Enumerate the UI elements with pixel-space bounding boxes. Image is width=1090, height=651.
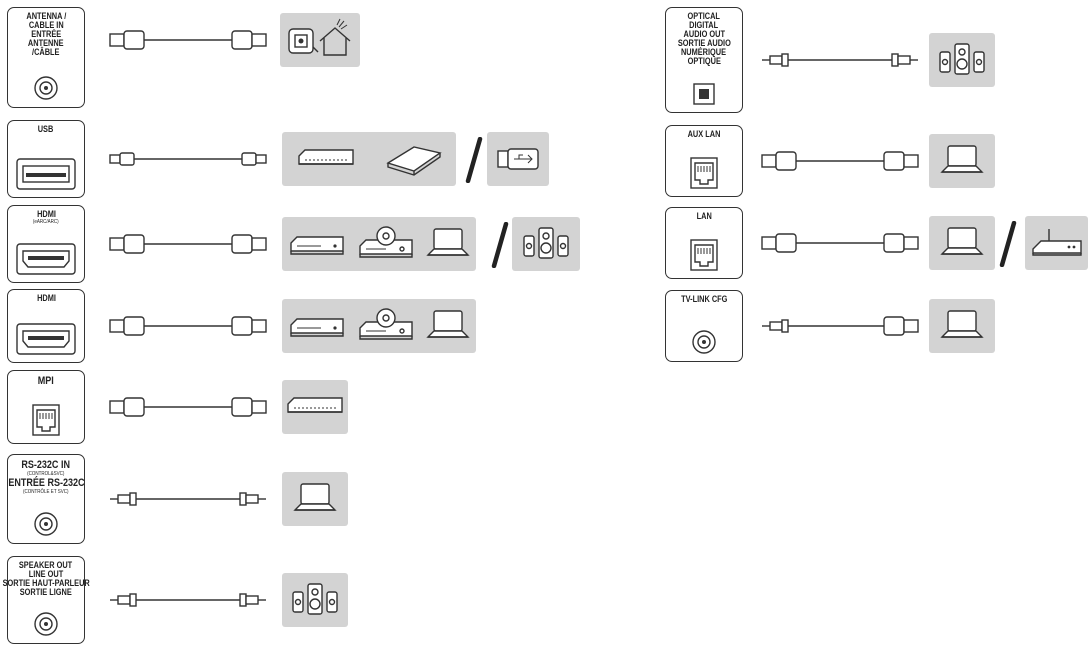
- laptop-icon: [425, 225, 471, 263]
- port-label-line: TV-LINK CFG: [680, 294, 728, 304]
- laptop-icon: [939, 224, 985, 262]
- port-label-line: ENTRÉE: [31, 29, 61, 39]
- device-group: [282, 132, 456, 186]
- usb-port-icon: [15, 157, 77, 191]
- set-top-box-icon: [295, 142, 357, 176]
- port-lan: LAN: [665, 207, 743, 279]
- rj45-port-icon: [31, 403, 61, 437]
- jack-port-icon: [691, 329, 717, 355]
- rj45-port-icon: [689, 156, 719, 190]
- port-hdmi: HDMI: [7, 289, 85, 363]
- coax-cable-icon: [108, 26, 268, 54]
- port-label-line: /CÂBLE: [32, 47, 60, 57]
- port-label-line: (CONTRÔLE ET SVC): [23, 489, 69, 495]
- laptop-icon: [939, 307, 985, 345]
- dvd-player-icon: [287, 309, 347, 343]
- port-label-line: MPI: [37, 375, 55, 387]
- port-hdmi-earc: HDMI(eARC/ARC): [7, 205, 85, 283]
- dvd-player-icon: [287, 227, 347, 261]
- port-label-line: HDMI: [36, 209, 56, 219]
- or-separator: [464, 137, 484, 183]
- optical-port-icon: [692, 82, 716, 106]
- laptop-icon: [292, 480, 338, 518]
- laptop-icon: [939, 142, 985, 180]
- device-group: [929, 216, 995, 270]
- device-group: [282, 380, 348, 434]
- port-usb: USB: [7, 120, 85, 198]
- port-label-line: ENTRÉE RS-232C: [7, 477, 85, 489]
- jack-usb-cable-icon: [760, 312, 920, 340]
- port-label-line: SORTIE AUDIO: [677, 38, 731, 48]
- disc-player-icon: [356, 306, 416, 346]
- port-auxlan: AUX LAN: [665, 125, 743, 197]
- rj45-cable-icon: [108, 393, 268, 421]
- coax-icon: [33, 75, 59, 101]
- optical-cable-icon: [760, 46, 920, 74]
- port-label-line: USB: [38, 124, 54, 134]
- port-label-line: SORTIE HAUT-PARLEUR: [2, 578, 90, 588]
- or-separator: [998, 221, 1018, 267]
- port-label-line: DIGITAL: [689, 20, 719, 30]
- or-separator: [490, 222, 510, 268]
- disc-player-icon: [356, 224, 416, 264]
- set-top-box-icon: [284, 390, 346, 424]
- device-group: [929, 299, 995, 353]
- device-group: [282, 472, 348, 526]
- port-mpi: MPI: [7, 370, 85, 444]
- device-group: [282, 573, 348, 627]
- router-icon: [1029, 225, 1085, 261]
- device-group: [280, 12, 360, 67]
- port-label-line: LINE OUT: [28, 569, 64, 579]
- jack-cable-icon: [108, 586, 268, 614]
- hdmi-port-icon: [15, 322, 77, 356]
- hdmi-cable-icon: [108, 312, 268, 340]
- device-group: [512, 217, 580, 271]
- jack-cable-icon: [108, 485, 268, 513]
- port-tvlink: TV-LINK CFG: [665, 290, 743, 362]
- laptop-icon: [425, 307, 471, 345]
- usb-stick-icon: [494, 145, 542, 173]
- port-label-line: CABLE IN: [28, 20, 64, 30]
- device-group: [929, 134, 995, 188]
- port-label-line: NUMÉRIQUE: [681, 47, 727, 57]
- hdmi-port-icon: [15, 242, 77, 276]
- port-label-line: HDMI: [36, 293, 56, 303]
- device-group: [282, 299, 476, 353]
- rj45-cable-icon: [760, 229, 920, 257]
- speaker-system-icon: [520, 224, 572, 264]
- device-group: [487, 132, 549, 186]
- antenna-home-icon: [284, 17, 356, 63]
- jack-port-icon: [33, 511, 59, 537]
- port-label-line: (eARC/ARC): [33, 219, 59, 225]
- device-group: [929, 33, 995, 87]
- device-group: [282, 217, 476, 271]
- hdmi-cable-icon: [108, 230, 268, 258]
- usb-cable-icon: [108, 145, 268, 173]
- port-label-line: LAN: [696, 211, 712, 221]
- port-label-line: ANTENNA /: [26, 11, 66, 21]
- device-group: [1025, 216, 1088, 270]
- port-label-line: OPTIQUE: [687, 56, 721, 66]
- hard-drive-icon: [382, 139, 444, 179]
- speaker-system-icon: [289, 580, 341, 620]
- port-label-line: OPTICAL: [687, 11, 721, 21]
- jack-port-icon: [33, 611, 59, 637]
- rj45-port-icon: [689, 238, 719, 272]
- speaker-system-icon: [936, 40, 988, 80]
- rj45-cable-icon: [760, 147, 920, 175]
- port-label-line: (CONTROL&SVC): [27, 471, 65, 477]
- port-label-line: RS-232C IN: [21, 459, 71, 471]
- port-label-line: SORTIE LIGNE: [19, 587, 73, 597]
- port-label-line: AUDIO OUT: [683, 29, 725, 39]
- port-rs232: RS-232C IN(CONTROL&SVC)ENTRÉE RS-232C(CO…: [7, 454, 85, 544]
- port-label-line: SPEAKER OUT: [19, 560, 73, 570]
- port-label-line: ANTENNE: [28, 38, 64, 48]
- port-label-line: AUX LAN: [687, 129, 721, 139]
